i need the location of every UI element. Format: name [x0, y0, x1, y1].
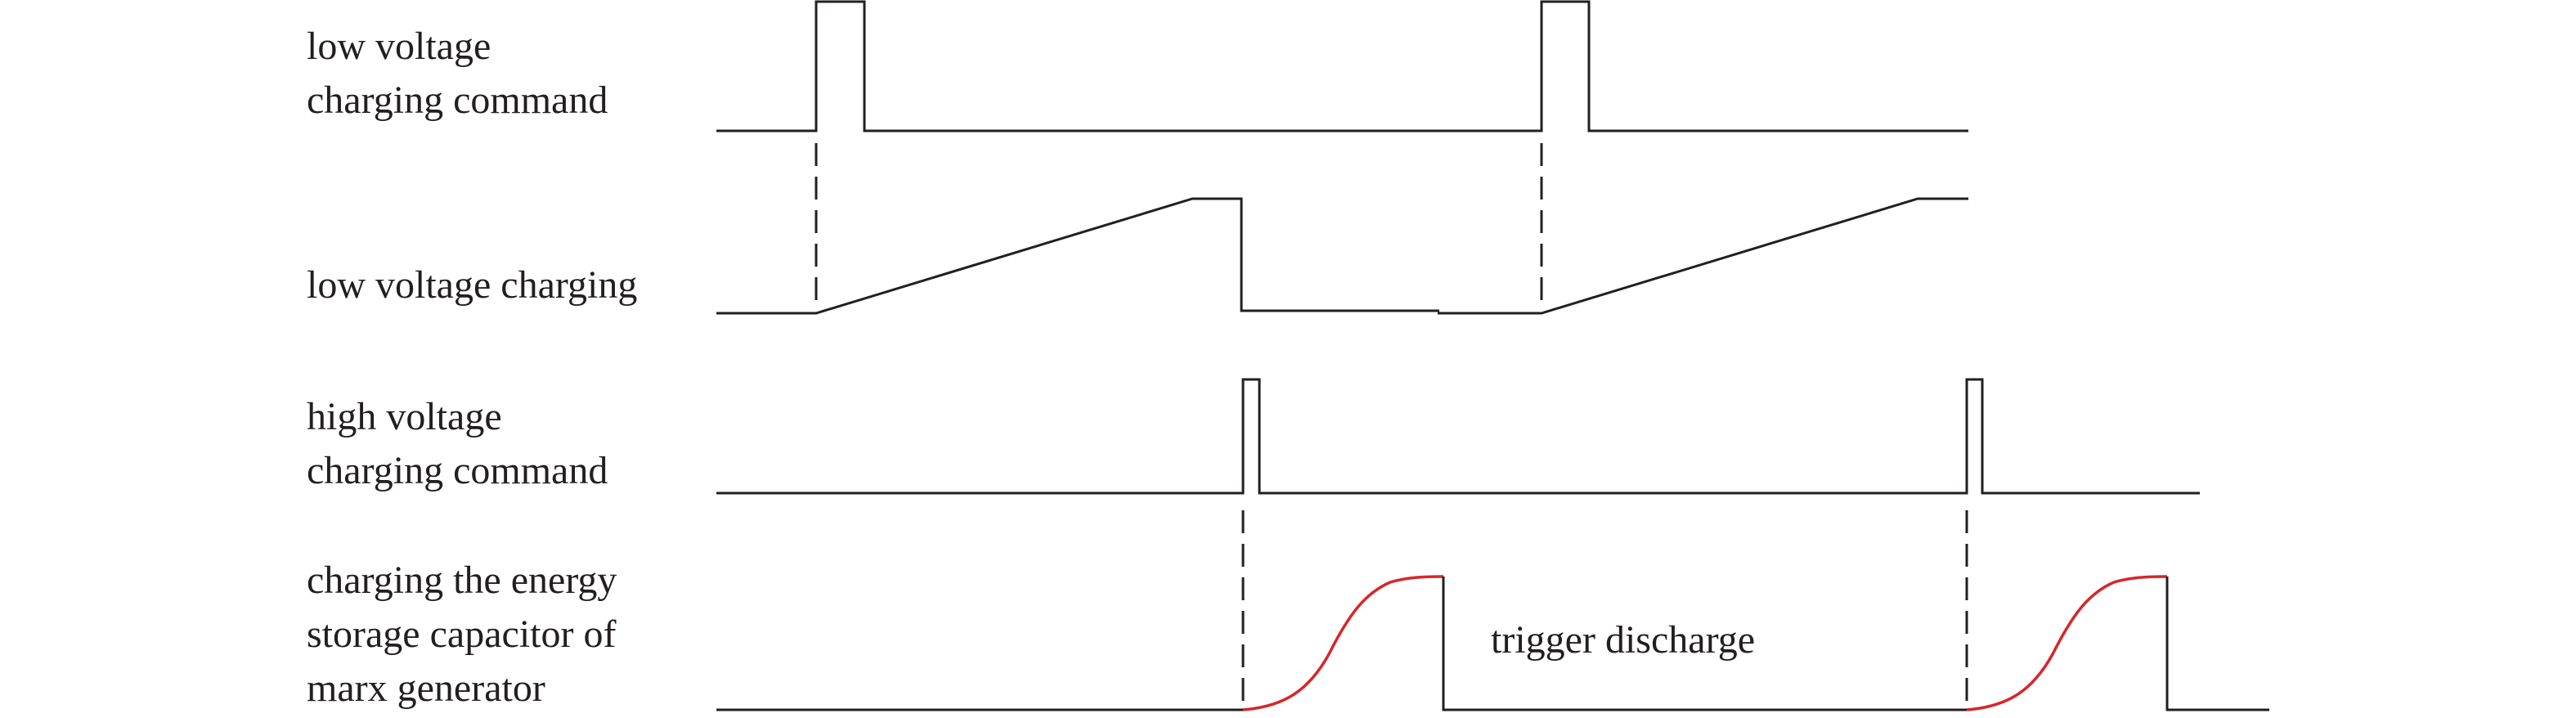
capacitor-charging-curve-a: [1242, 575, 1444, 711]
capacitor-charging-curve-b: [1966, 575, 2168, 711]
marx-capacitor-label: charging the energy storage capacitor of…: [307, 554, 617, 716]
label-line: low voltage: [307, 25, 491, 68]
label-line: charging the energy: [307, 559, 617, 602]
capacitor-discharge-b: [2165, 577, 2269, 711]
low-voltage-charging-label: low voltage charging: [307, 258, 637, 312]
label-line: low voltage charging: [307, 263, 638, 307]
label-line: high voltage: [307, 395, 502, 438]
label-line: charging command: [307, 449, 608, 492]
capacitor-discharge-a: [1442, 577, 1967, 711]
label-line: marx generator: [307, 666, 545, 710]
trigger-discharge-annotation: trigger discharge: [1491, 618, 1755, 662]
low-voltage-charging-waveform-a: [716, 197, 1439, 315]
high-voltage-command-waveform: [716, 378, 2200, 495]
high-voltage-command-label: high voltage charging command: [307, 390, 608, 498]
low-voltage-command-waveform: [716, 0, 1968, 132]
label-line: charging command: [307, 79, 608, 122]
low-voltage-command-label: low voltage charging command: [307, 20, 608, 128]
label-line: storage capacitor of: [307, 613, 617, 656]
low-voltage-charging-waveform-b: [1438, 197, 1968, 315]
